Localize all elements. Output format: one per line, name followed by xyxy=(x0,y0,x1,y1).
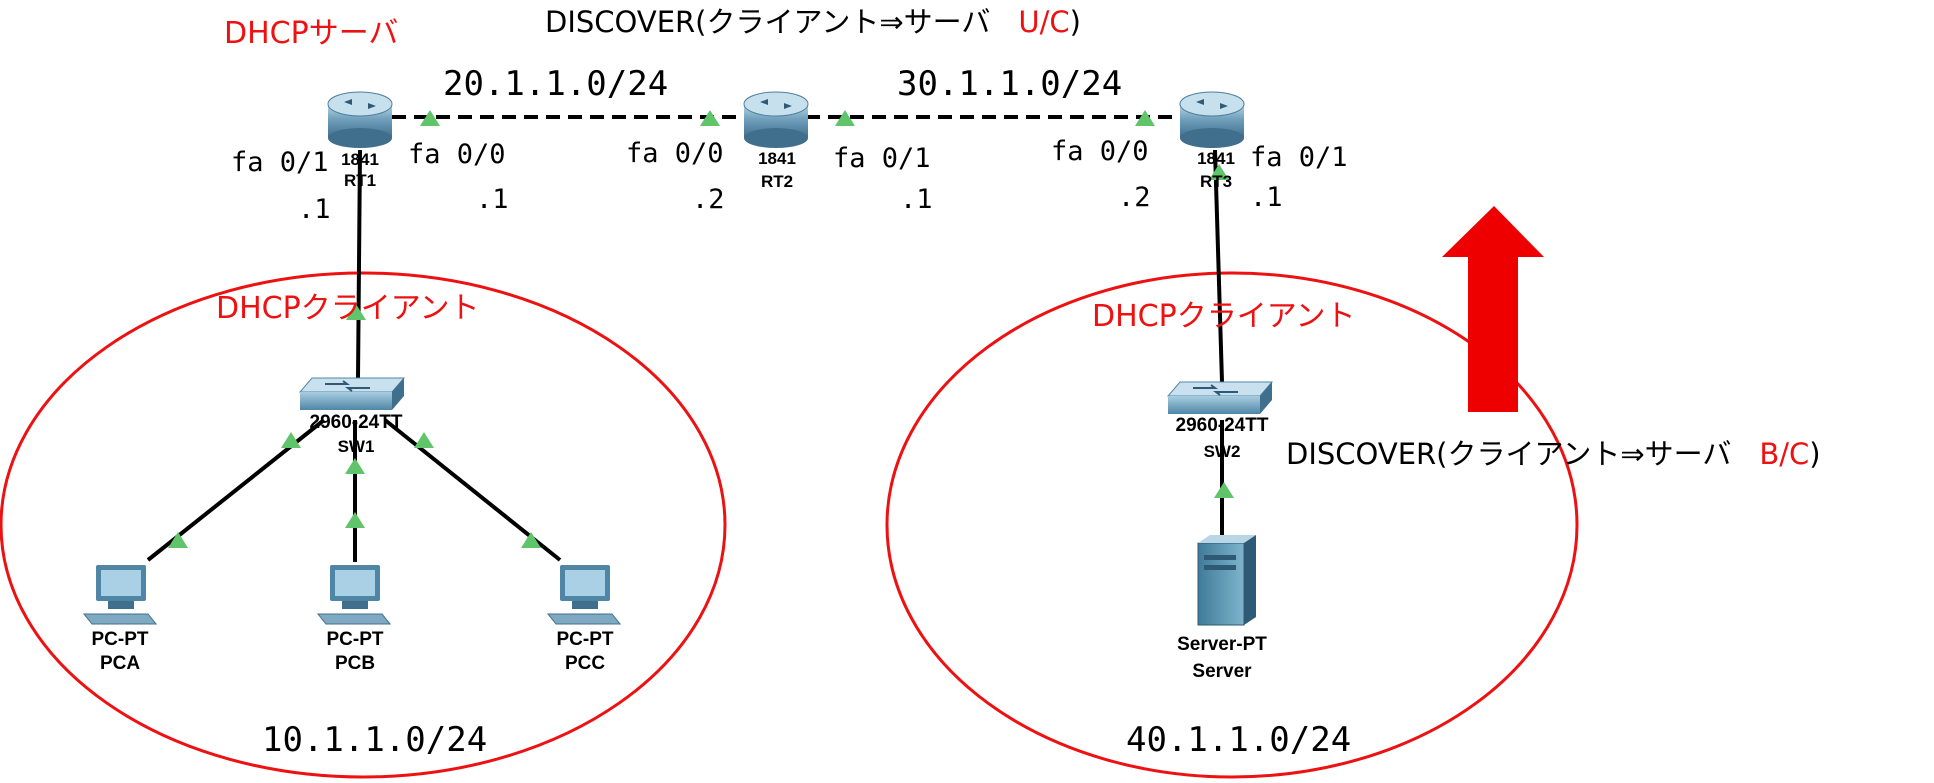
port-up-icon xyxy=(521,532,541,548)
sw2-name: SW2 xyxy=(1204,442,1241,461)
switch-icon xyxy=(1166,381,1274,414)
rt3-model: 1841 xyxy=(1197,149,1235,168)
network-30-label: 30.1.1.0/24 xyxy=(897,64,1122,104)
switch-sw1[interactable]: 2960-24TT SW1 xyxy=(298,377,406,456)
server-name: Server xyxy=(1192,661,1252,682)
discover-broadcast-suffix: ) xyxy=(1809,437,1820,471)
switch-sw2[interactable]: 2960-24TT SW2 xyxy=(1166,381,1274,461)
port-up-icon xyxy=(700,110,720,126)
rt2-fa00-ip: .2 xyxy=(692,184,725,215)
port-markers xyxy=(168,110,1234,548)
port-up-icon xyxy=(281,432,301,448)
router-icon xyxy=(1179,91,1245,148)
port-up-icon xyxy=(345,512,365,528)
links xyxy=(146,115,1224,562)
dhcp-client-left-label: DHCPクライアント xyxy=(216,291,480,326)
port-up-icon xyxy=(1135,110,1155,126)
pcb-model: PC-PT xyxy=(327,629,384,650)
sw1-name: SW1 xyxy=(338,437,375,456)
router-rt2[interactable]: 1841 RT2 xyxy=(743,91,809,191)
rt2-fa01-label: fa 0/1 xyxy=(833,143,931,174)
port-up-icon xyxy=(835,110,855,126)
port-up-icon xyxy=(345,458,365,474)
pcc-model: PC-PT xyxy=(557,629,614,650)
rt1-fa00-ip: .1 xyxy=(476,184,509,215)
rt3-name: RT3 xyxy=(1200,172,1232,191)
router-icon xyxy=(743,91,809,148)
interface-labels: fa 0/1 .1 fa 0/0 .1 fa 0/0 .2 fa 0/1 .1 … xyxy=(231,136,1348,225)
up-arrow-icon xyxy=(1442,206,1544,412)
lan-right-area xyxy=(885,271,1579,779)
server-device[interactable]: Server-PT Server xyxy=(1177,535,1267,682)
pc-icon xyxy=(82,565,158,625)
pcc-name: PCC xyxy=(565,653,605,674)
pca-name: PCA xyxy=(100,653,140,674)
pc-icon xyxy=(546,565,622,625)
rt1-fa00-label: fa 0/0 xyxy=(408,139,506,170)
link-rt1-sw1 xyxy=(356,149,362,379)
rt2-model: 1841 xyxy=(758,149,796,168)
port-up-icon xyxy=(414,432,434,448)
router-rt3[interactable]: 1841 RT3 xyxy=(1179,91,1245,191)
server-icon xyxy=(1197,535,1256,626)
pc-pca[interactable]: PC-PT PCA xyxy=(82,565,158,674)
pcb-name: PCB xyxy=(335,653,375,674)
network-40-label: 40.1.1.0/24 xyxy=(1126,720,1351,760)
port-up-icon xyxy=(1209,164,1229,180)
rt1-model: 1841 xyxy=(341,150,379,169)
rt3-fa01-ip: .1 xyxy=(1250,182,1283,213)
rt2-fa01-ip: .1 xyxy=(900,184,933,215)
network-10-label: 10.1.1.0/24 xyxy=(262,720,487,760)
port-up-icon xyxy=(168,532,188,548)
discover-unicast-type: U/C xyxy=(1018,5,1069,39)
port-up-icon xyxy=(420,110,440,126)
dhcp-client-right-label: DHCPクライアント xyxy=(1092,299,1356,334)
pca-model: PC-PT xyxy=(92,629,149,650)
rt3-fa00-label: fa 0/0 xyxy=(1051,136,1149,167)
switch-icon xyxy=(298,377,406,410)
rt1-fa01-label: fa 0/1 xyxy=(231,147,329,178)
discover-unicast-prefix: DISCOVER(クライアント⇒サーバ xyxy=(545,5,990,39)
rt2-fa00-label: fa 0/0 xyxy=(626,138,724,169)
rt3-fa01-label: fa 0/1 xyxy=(1250,142,1348,173)
sw1-model: 2960-24TT xyxy=(310,412,403,433)
pc-pcb[interactable]: PC-PT PCB xyxy=(316,565,392,674)
rt3-fa00-ip: .2 xyxy=(1118,182,1151,213)
server-model: Server-PT xyxy=(1177,634,1267,655)
pc-icon xyxy=(316,565,392,625)
discover-broadcast-prefix: DISCOVER(クライアント⇒サーバ xyxy=(1286,437,1731,471)
router-rt1[interactable]: 1841 RT1 xyxy=(327,91,393,190)
rt1-fa01-ip: .1 xyxy=(298,194,331,225)
lan-left-area xyxy=(0,271,727,779)
discover-broadcast-label: DISCOVER(クライアント⇒サーバ B/C) xyxy=(1286,437,1821,471)
sw2-model: 2960-24TT xyxy=(1176,415,1269,436)
pc-pcc[interactable]: PC-PT PCC xyxy=(546,565,622,674)
port-up-icon xyxy=(1214,482,1234,498)
port-up-icon xyxy=(346,304,366,320)
router-icon xyxy=(327,91,393,148)
dhcp-server-label: DHCPサーバ xyxy=(224,16,398,51)
network-20-label: 20.1.1.0/24 xyxy=(443,64,668,104)
discover-unicast-label: DISCOVER(クライアント⇒サーバ U/C) xyxy=(545,5,1081,39)
discover-unicast-suffix: ) xyxy=(1070,5,1081,39)
discover-broadcast-type: B/C xyxy=(1759,437,1809,471)
rt1-name: RT1 xyxy=(344,171,376,190)
link-rt3-sw2 xyxy=(1213,149,1224,383)
rt2-name: RT2 xyxy=(761,172,793,191)
